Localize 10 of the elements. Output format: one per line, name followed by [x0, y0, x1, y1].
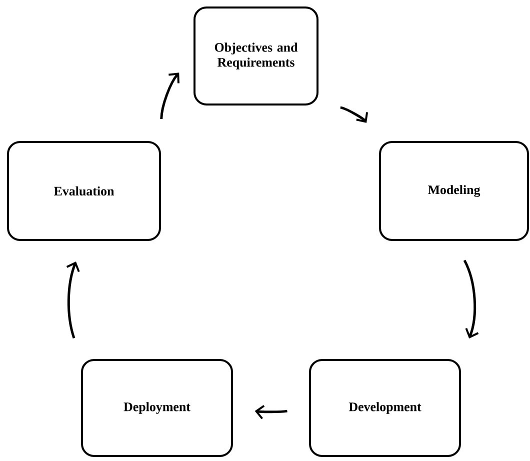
process-box: Modeling — [379, 140, 529, 241]
arrow — [160, 72, 180, 120]
process-box: Objectives and Requirements — [194, 6, 318, 106]
arrow — [463, 260, 479, 339]
arrow — [66, 261, 80, 338]
process-box: Deployment — [81, 358, 233, 457]
arrow — [254, 405, 288, 420]
process-box: Evaluation — [7, 140, 161, 241]
process-box: Development — [309, 358, 461, 457]
arrow — [340, 106, 368, 123]
